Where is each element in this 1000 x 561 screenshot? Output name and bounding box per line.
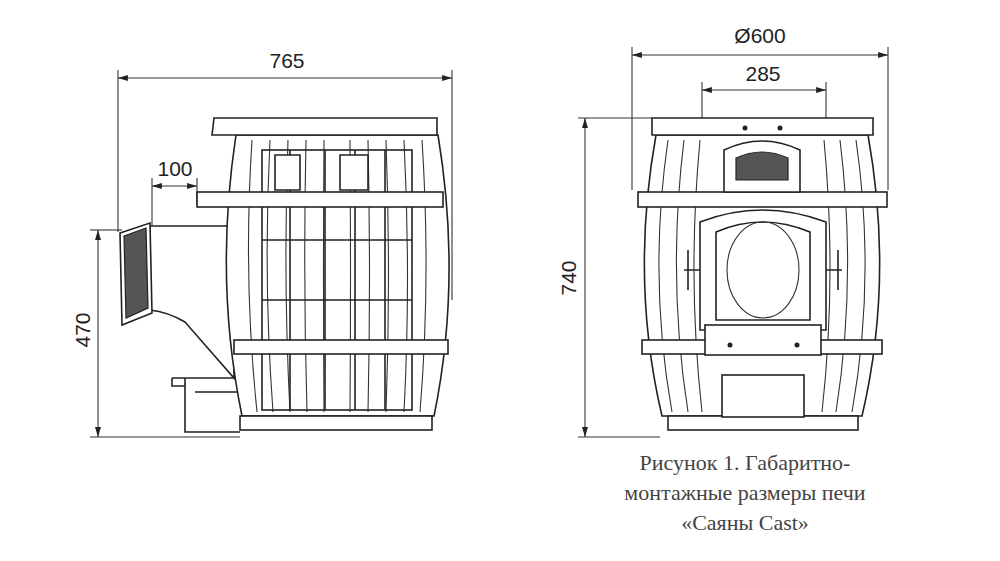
- figure-caption: Рисунок 1. Габаритно- монтажные размеры …: [595, 448, 895, 538]
- dimension-value: Ø600: [734, 25, 785, 46]
- dimension-value: 740: [558, 260, 579, 295]
- dimension-value: 765: [269, 50, 304, 71]
- dimension-value: 470: [72, 312, 93, 347]
- front-view: [638, 118, 887, 430]
- side-view: [120, 118, 449, 432]
- dimension-lines: [90, 47, 888, 437]
- dimension-value: 100: [157, 158, 192, 179]
- dimension-value: 285: [745, 63, 780, 84]
